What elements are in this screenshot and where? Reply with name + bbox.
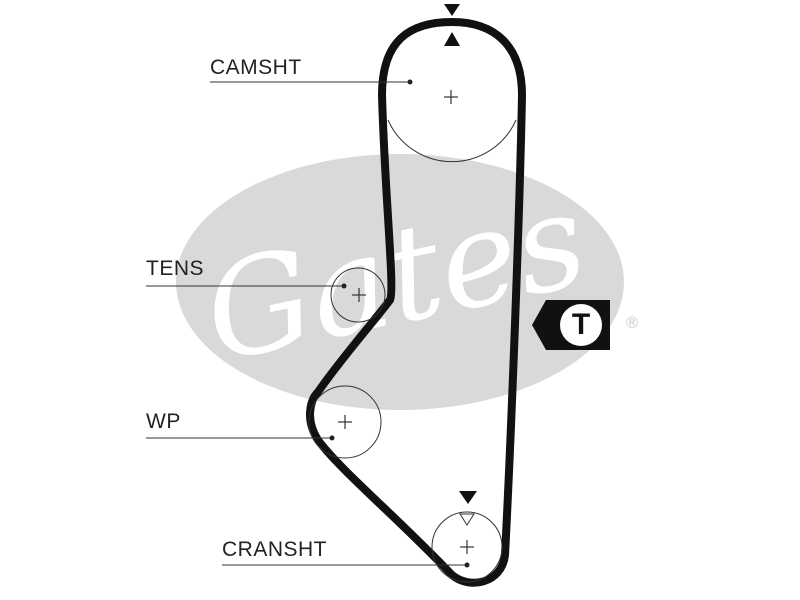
tension-marker: [532, 300, 610, 350]
camshaft-timing-mark: [444, 4, 460, 46]
water-pump-label: WP: [146, 410, 181, 433]
crankshaft-timing-mark: [459, 491, 477, 504]
crankshaft-pulley: [431, 511, 503, 583]
tensioner-label: TENS: [146, 257, 205, 280]
camshaft-pulley: [387, 79, 517, 163]
tensioner-pulley: [330, 267, 386, 323]
registered-trademark-symbol: ®: [624, 313, 640, 332]
crankshaft-label: CRANSHT: [222, 538, 328, 561]
water-pump-pulley: [308, 385, 382, 459]
camshaft-label: CAMSHT: [210, 56, 302, 79]
gates-watermark-logo: Gates: [176, 154, 624, 410]
tension-marker-letter: T: [571, 308, 591, 341]
timing-belt: [306, 18, 526, 587]
